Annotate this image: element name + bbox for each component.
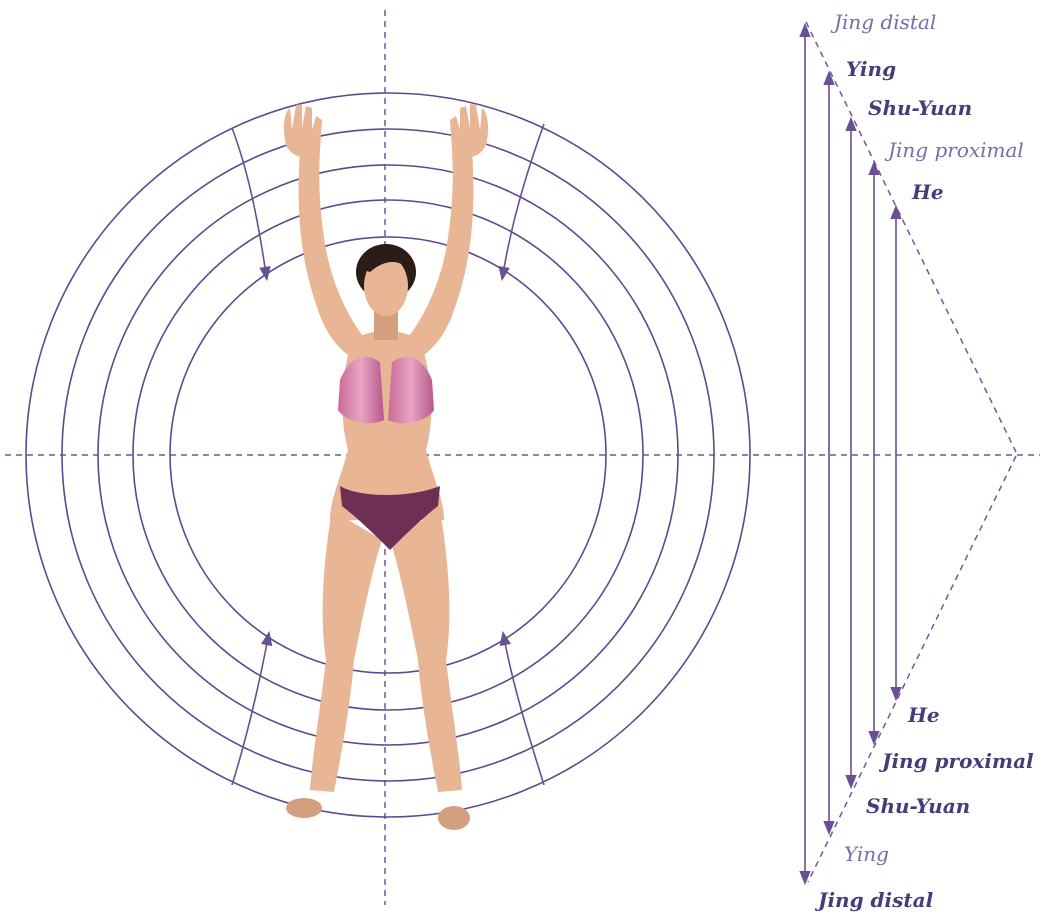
label-top-jing-distal: Jing distal	[830, 10, 936, 34]
triangle-upper-edge	[806, 22, 1016, 452]
label-top-he: He	[911, 180, 944, 204]
labels-bottom: He Jing proximal Shu-Yuan Ying Jing dist…	[814, 703, 1034, 912]
label-bottom-shu-yuan: Shu-Yuan	[866, 794, 970, 818]
human-figure-icon	[284, 104, 488, 830]
labels-top: Jing distal Ying Shu-Yuan Jing proximal …	[830, 10, 1024, 204]
label-top-jing-proximal: Jing proximal	[884, 138, 1024, 162]
label-bottom-jing-distal: Jing distal	[814, 888, 934, 912]
label-bottom-ying: Ying	[844, 842, 889, 866]
label-bottom-he: He	[907, 703, 940, 727]
label-top-shu-yuan: Shu-Yuan	[868, 96, 972, 120]
label-top-ying: Ying	[846, 57, 896, 81]
triangle-lower-edge	[808, 456, 1016, 882]
label-bottom-jing-proximal: Jing proximal	[878, 749, 1034, 773]
